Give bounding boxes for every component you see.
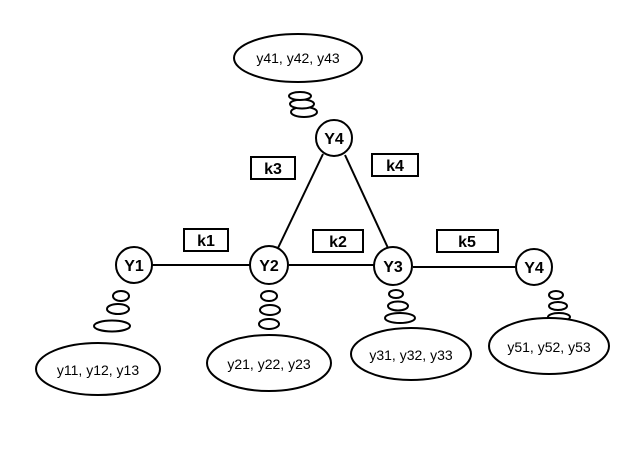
bubble-chain-y2 <box>258 290 281 330</box>
node-y1: Y1 <box>115 246 153 284</box>
node-y2: Y2 <box>249 245 289 285</box>
node-y1-label: Y1 <box>124 258 144 275</box>
node-y2-label: Y2 <box>259 258 279 275</box>
bubble-chain-y1 <box>93 290 131 333</box>
edge-label-k4: k4 <box>371 153 419 177</box>
edge-label-k1: k1 <box>183 228 229 252</box>
observation-y4-right: y51, y52, y53 <box>488 317 610 375</box>
edge-y2-y4-top <box>277 153 324 249</box>
observation-y4-right-text: y51, y52, y53 <box>507 339 590 355</box>
edge-label-k2-text: k2 <box>329 234 347 251</box>
node-y3-label: Y3 <box>383 259 403 276</box>
bubble-chain-top <box>288 91 318 118</box>
observation-y2: y21, y22, y23 <box>206 334 332 392</box>
node-y3: Y3 <box>373 246 413 286</box>
edge-label-k1-text: k1 <box>197 233 215 250</box>
edge-label-k3: k3 <box>250 156 296 180</box>
node-y4-right-label: Y4 <box>524 260 544 277</box>
observation-y1: y11, y12, y13 <box>35 342 161 396</box>
observation-top-text: y41, y42, y43 <box>256 50 339 66</box>
observation-y3: y31, y32, y33 <box>350 327 472 381</box>
edge-label-k5: k5 <box>436 229 499 253</box>
observation-y1-text: y11, y12, y13 <box>57 362 139 378</box>
observation-top: y41, y42, y43 <box>233 33 363 83</box>
node-y4-top: Y4 <box>315 119 353 157</box>
node-y4-right: Y4 <box>515 248 553 286</box>
edge-label-k2: k2 <box>312 229 364 253</box>
edge-y3-y4-top <box>344 154 389 249</box>
node-y4-top-label: Y4 <box>324 131 344 148</box>
edge-label-k4-text: k4 <box>386 158 404 175</box>
edge-label-k5-text: k5 <box>458 234 476 251</box>
observation-y3-text: y31, y32, y33 <box>369 347 452 363</box>
bubble-chain-y3 <box>384 289 416 324</box>
bubble-chain-y4-right <box>547 290 571 322</box>
observation-y2-text: y21, y22, y23 <box>227 356 310 372</box>
edge-label-k3-text: k3 <box>264 161 282 178</box>
